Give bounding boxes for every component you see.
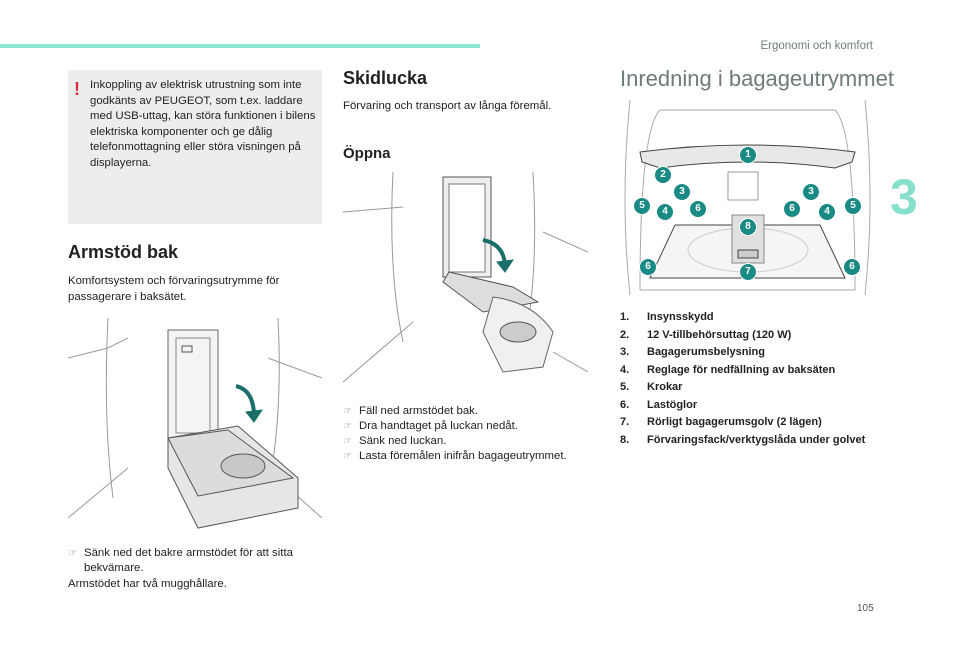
list-item: ☞Sänk ned luckan. [343, 435, 447, 447]
list-item: 2.12 V-tillbehörsuttag (120 W) [620, 328, 792, 341]
list-item: 4.Reglage för nedfällning av baksäten [620, 363, 836, 376]
page-number: 105 [857, 603, 874, 614]
callout-badge: 2 [654, 166, 672, 184]
list-item: 3.Bagagerumsbelysning [620, 346, 765, 358]
boot-heading: Inredning i bagageutrymmet [620, 66, 894, 91]
ski-heading: Skidlucka [343, 68, 428, 88]
callout-badge: 3 [802, 183, 820, 201]
armrest-intro: Komfortsystem och förvaringsutrymme för … [68, 275, 280, 303]
header-accent-bar [0, 44, 480, 48]
armrest-note: Armstödet har två mugghållare. [68, 578, 227, 590]
callout-badge: 3 [673, 183, 691, 201]
armrest-heading: Armstöd bak [68, 242, 179, 262]
pointing-hand-icon: ☞ [343, 436, 352, 447]
callout-badge: 1 [739, 146, 757, 164]
running-title: Ergonomi och komfort [760, 40, 874, 52]
list-item: ☞Sänk ned det bakre armstödet för att si… [68, 547, 293, 574]
armrest-steps: ☞Sänk ned det bakre armstödet för att si… [68, 546, 322, 576]
callout-badge: 5 [633, 197, 651, 215]
pointing-hand-icon: ☞ [343, 406, 352, 417]
chapter-number: 3 [890, 169, 918, 225]
list-item: 1.Insynsskydd [620, 311, 714, 323]
ski-intro: Förvaring och transport av långa föremål… [343, 100, 552, 112]
callout-badge: 6 [843, 258, 861, 276]
callout-badge: 5 [844, 197, 862, 215]
list-item: 5.Krokar [620, 381, 683, 393]
list-item: ☞Fäll ned armstödet bak. [343, 405, 479, 417]
ski-steps: ☞Fäll ned armstödet bak. ☞Dra handtaget … [343, 404, 593, 464]
callout-badge: 6 [639, 258, 657, 276]
pointing-hand-icon: ☞ [343, 451, 352, 462]
pointing-hand-icon: ☞ [343, 421, 352, 432]
callout-badge: 4 [656, 203, 674, 221]
warning-text: Inkoppling av elektrisk utrustning som i… [90, 79, 316, 169]
warning-box [68, 70, 322, 224]
boot-items-list: 1.Insynsskydd 2.12 V-tillbehörsuttag (12… [620, 309, 875, 449]
exclamation-icon: ! [74, 79, 80, 99]
list-item: ☞Lasta föremålen inifrån bagageutrymmet. [343, 450, 567, 462]
callout-badge: 7 [739, 263, 757, 281]
list-item: ☞Dra handtaget på luckan nedåt. [343, 420, 518, 432]
pointing-hand-icon: ☞ [68, 548, 77, 559]
callout-badge: 4 [818, 203, 836, 221]
list-item: 8.Förvaringsfack/verktygslåda under golv… [620, 433, 866, 446]
callout-badge: 8 [739, 218, 757, 236]
open-heading: Öppna [343, 145, 391, 162]
armrest-illustration [68, 318, 322, 540]
list-item: 6.Lastöglor [620, 398, 698, 411]
callout-badge: 6 [783, 200, 801, 218]
ski-hatch-illustration [343, 172, 588, 398]
callout-badge: 6 [689, 200, 707, 218]
list-item: 7.Rörligt bagagerumsgolv (2 lägen) [620, 416, 822, 428]
